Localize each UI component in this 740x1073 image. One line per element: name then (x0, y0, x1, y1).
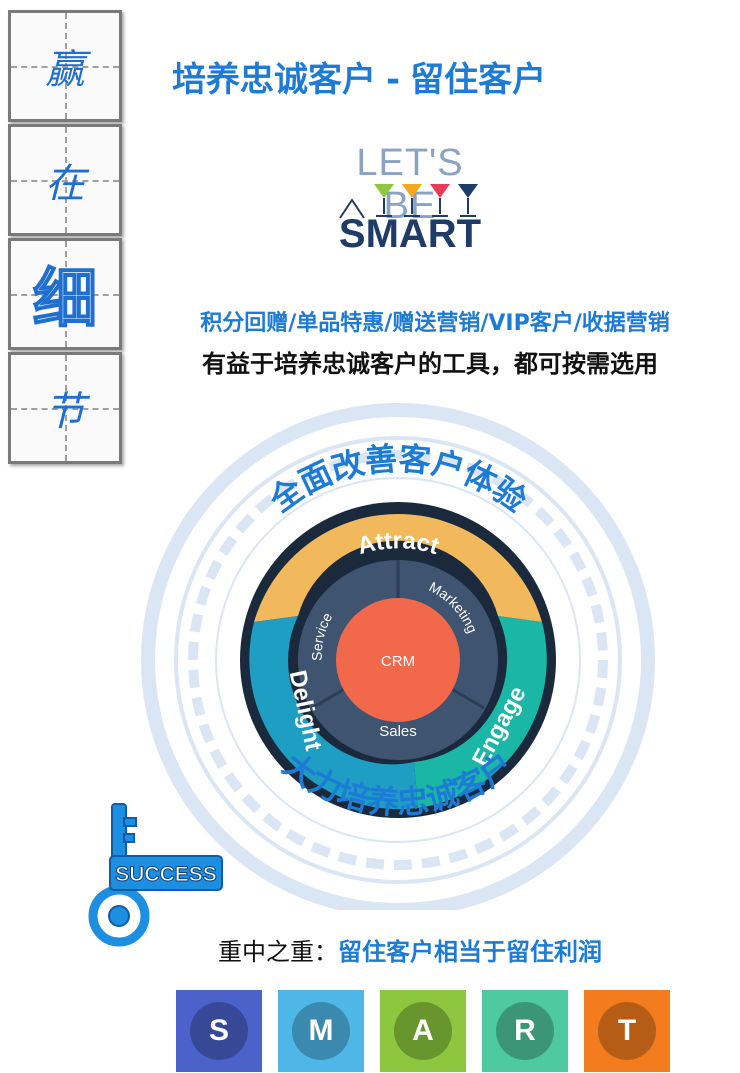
smart-tile-s-letter: S (190, 1002, 248, 1060)
bottom-colon: ： (314, 938, 338, 966)
smart-tile-r-letter: R (496, 1002, 554, 1060)
smart-tile-s: S (176, 990, 262, 1072)
title-part-2: 留住客户 (410, 60, 547, 100)
smart-tile-a-letter: A (394, 1002, 452, 1060)
inner-ring-dividers (311, 560, 485, 710)
side-char-2: 在 (45, 161, 85, 207)
side-char-4: 节 (45, 389, 85, 435)
flywheel-svg: CRM Service Marketing Sales Attract Enga… (141, 403, 655, 917)
bottom-statement: 重中之重：留住客户相当于留住利润 (0, 932, 740, 967)
crm-flywheel-diagram: CRM Service Marketing Sales Attract Enga… (118, 390, 678, 917)
logo-top-text: LET'S BE (356, 142, 464, 227)
crm-center-label: CRM (381, 653, 415, 670)
side-char-3: 细 (32, 261, 98, 338)
title-separator: - (386, 60, 401, 100)
cocktail-glasses-icon (339, 184, 478, 219)
side-title: 赢 在 细 节 (8, 10, 122, 466)
side-cell-4: 节 (8, 352, 122, 464)
side-cell-1: 赢 (8, 10, 122, 122)
page-title: 培养忠诚客户-留住客户 (172, 52, 712, 101)
logo-bottom-text: SMART (338, 212, 482, 256)
smart-tile-r: R (482, 990, 568, 1072)
bottom-highlight: 留住客户相当于留住利润 (338, 938, 602, 966)
smart-tile-m-letter: M (292, 1002, 350, 1060)
outer-ring (240, 502, 556, 818)
lets-be-smart-logo: LET'S BE SMART (330, 142, 490, 258)
key-svg: SUCCESS (88, 803, 223, 947)
sales-label: Sales (379, 723, 417, 740)
attract-segment (254, 514, 542, 622)
smart-tile-m: M (278, 990, 364, 1072)
smart-tile-t: T (584, 990, 670, 1072)
smart-tile-t-letter: T (598, 1002, 656, 1060)
bottom-prefix: 重中之重 (218, 938, 314, 966)
smart-tiles: S M A R T (176, 990, 670, 1072)
tools-description: 有益于培养忠诚客户的工具，都可按需选用 (202, 350, 658, 378)
smart-tile-a: A (380, 990, 466, 1072)
tools-tagline: 积分回赠/单品特惠/赠送营销/VIP客户/收据营销 (200, 311, 670, 336)
delight-segment (249, 616, 418, 810)
success-key-icon: SUCCESS (88, 798, 228, 948)
side-char-1: 赢 (45, 47, 85, 93)
title-part-1: 培养忠诚客户 (172, 60, 376, 100)
side-cell-3: 细 (8, 238, 122, 350)
side-cell-2: 在 (8, 124, 122, 236)
engage-segment (414, 616, 547, 808)
crm-center (336, 598, 460, 722)
key-label: SUCCESS (115, 863, 217, 886)
